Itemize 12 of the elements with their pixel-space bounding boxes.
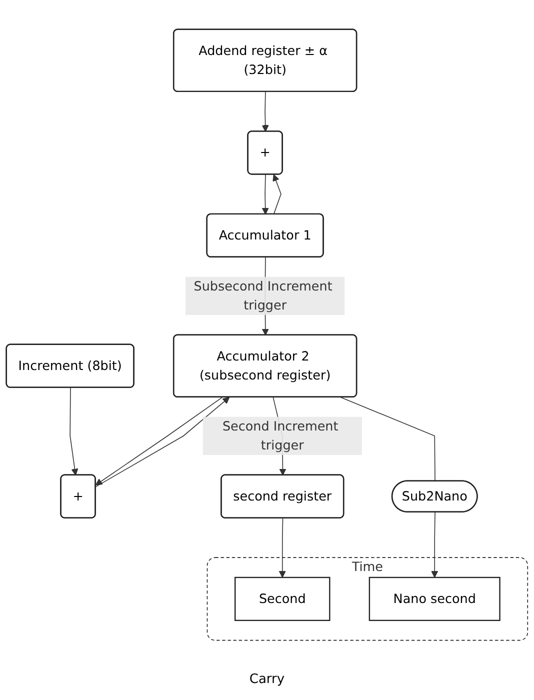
arrow — [431, 512, 438, 578]
arrow — [70, 388, 78, 476]
edge-label: Second Increment trigger — [222, 418, 338, 453]
signal-label: Carry — [249, 672, 285, 687]
arrow — [278, 518, 286, 578]
arrow — [262, 92, 269, 132]
connector — [340, 397, 436, 482]
edge-label: Subsecond Increment trigger — [194, 278, 332, 313]
arrow — [272, 174, 282, 215]
arrow — [262, 174, 269, 215]
node-box: Second — [234, 577, 330, 622]
node-box: Nano second — [368, 577, 500, 622]
